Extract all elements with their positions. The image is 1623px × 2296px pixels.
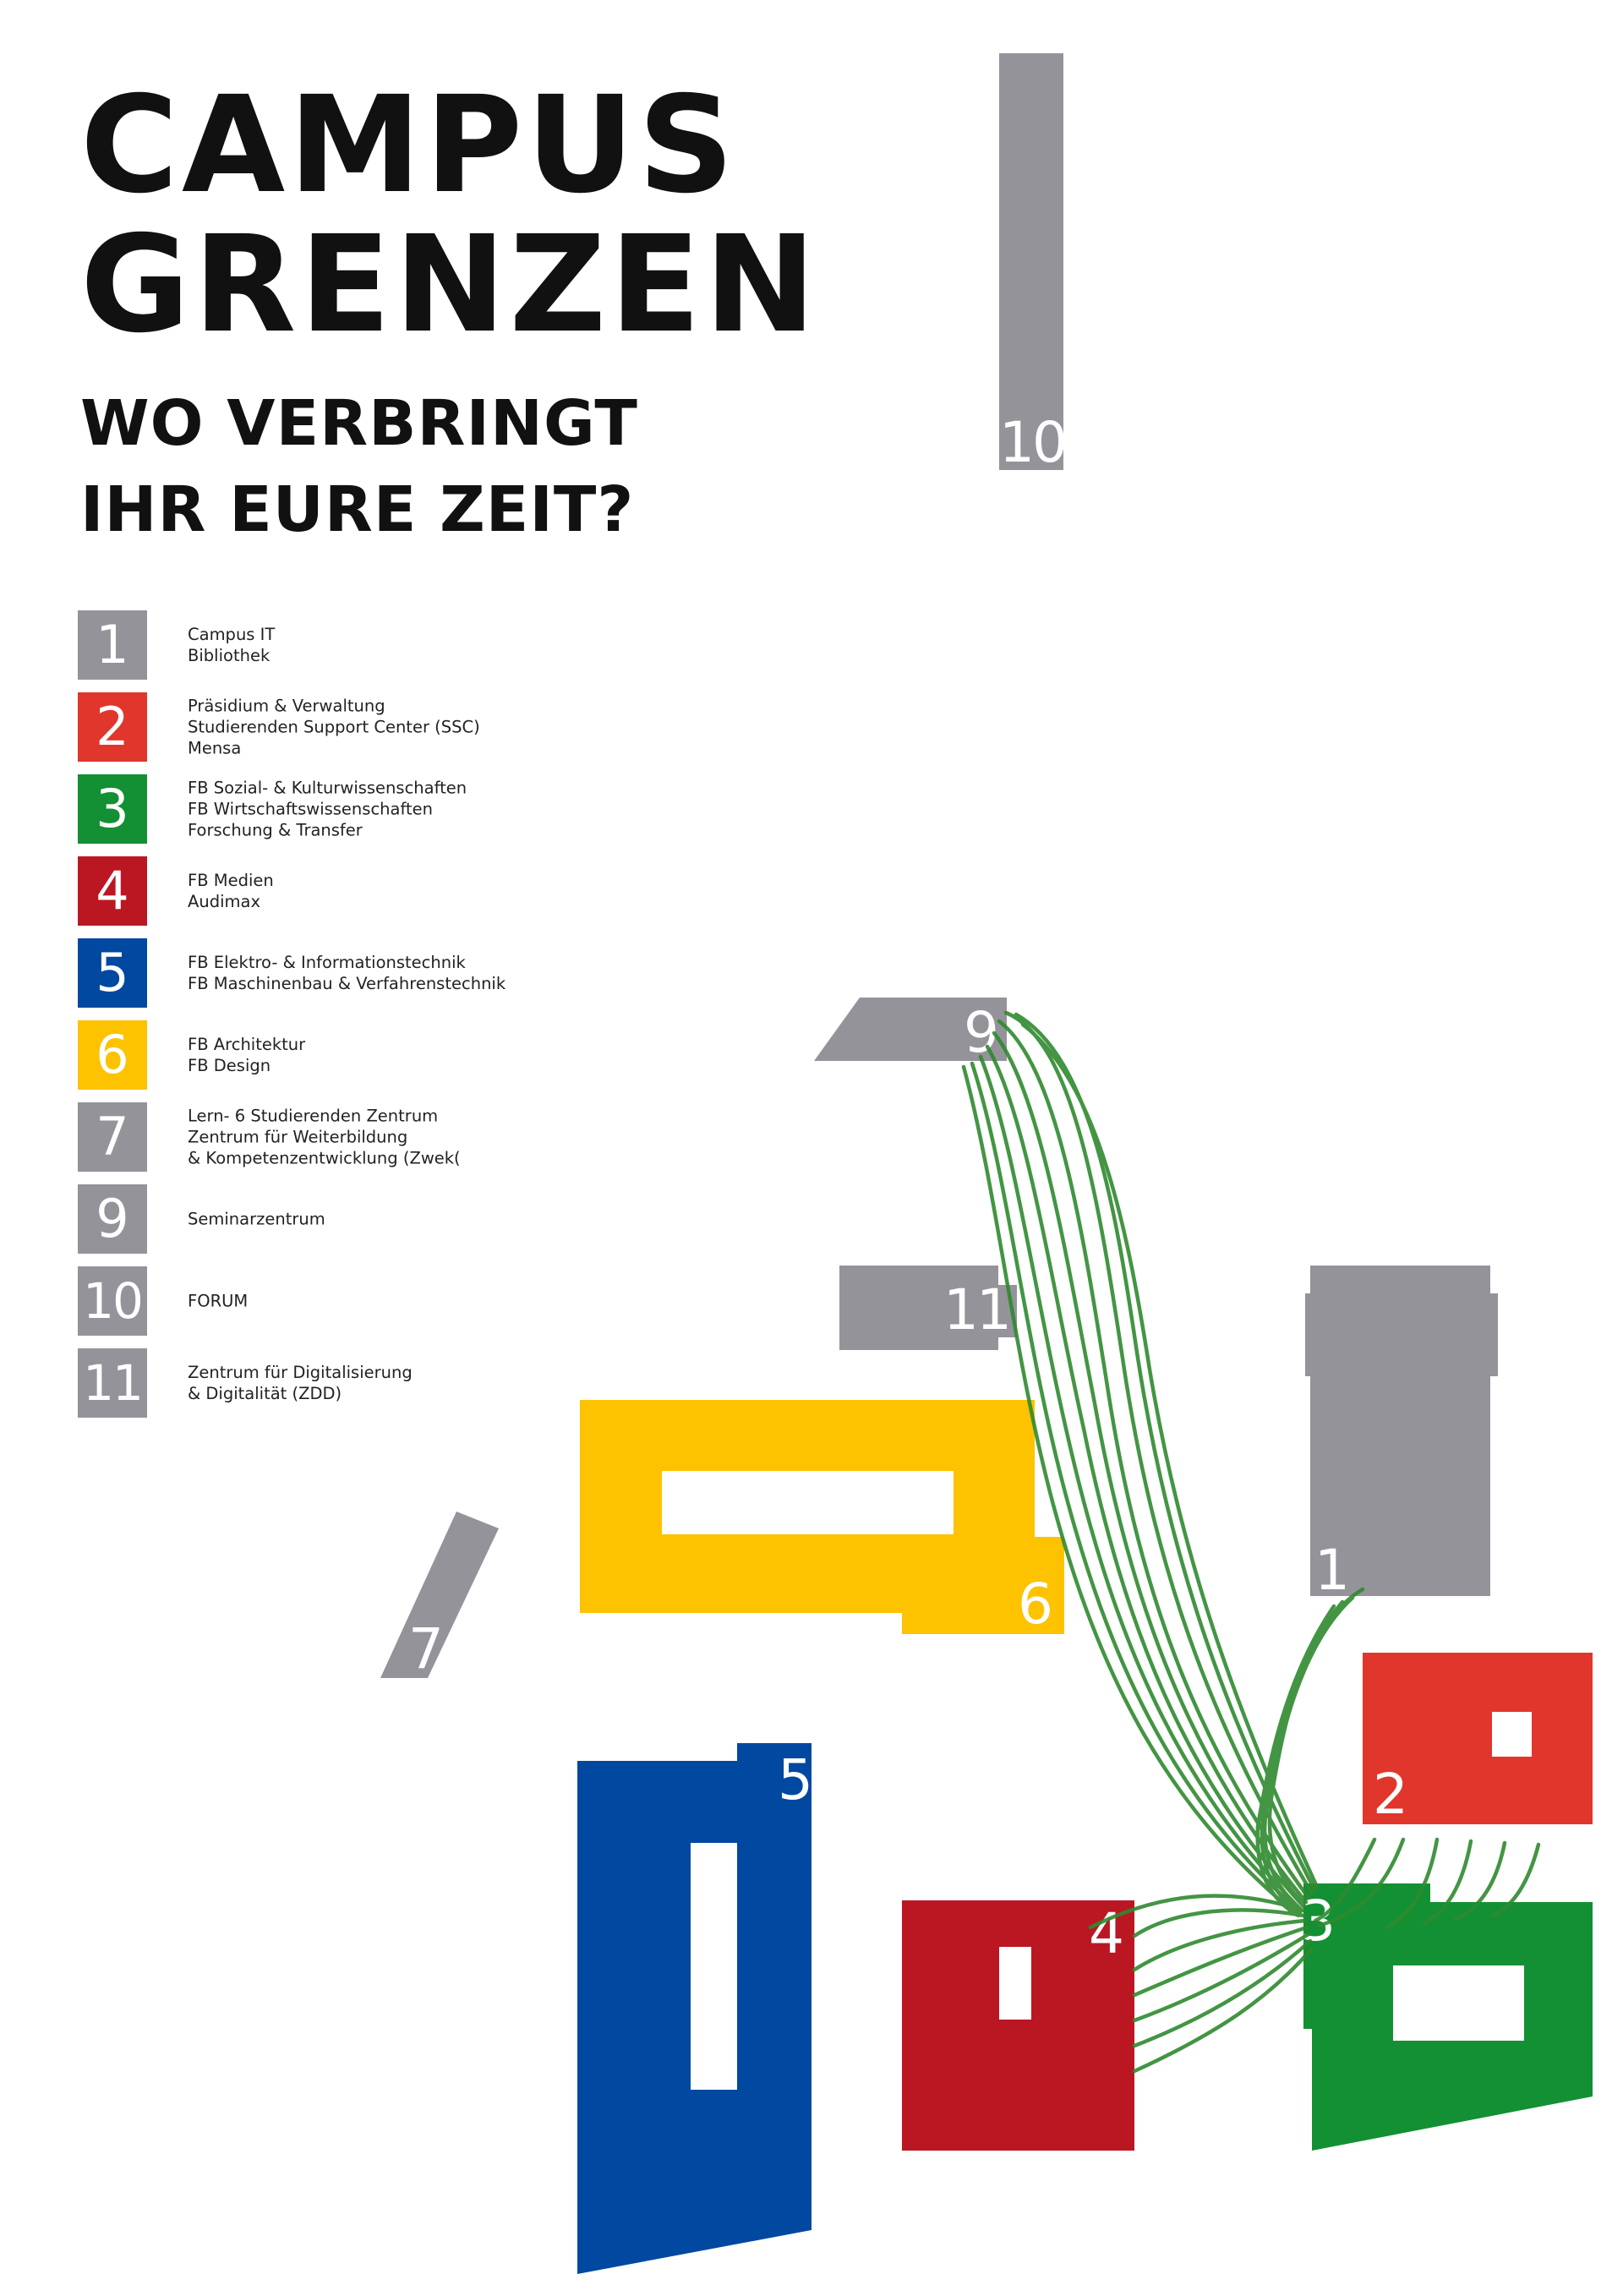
walking-path [1020,1022,1320,1889]
walking-path [978,1054,1304,1913]
legend-number-2: 2 [78,692,147,762]
building-1-label: 1 [1314,1538,1350,1603]
walking-path [1003,1010,1314,1896]
walking-paths [961,1010,1541,2074]
walking-path [1262,1595,1355,1911]
legend-item-10: 10 FORUM [78,1266,551,1336]
legend-item-7: 7 Lern- 6 Studierenden Zentrum Zentrum f… [78,1102,551,1172]
legend-number-10: 10 [78,1266,147,1336]
walking-path [1422,1839,1473,1926]
building-10-label: 10 [999,410,1065,475]
walking-path [1316,1837,1406,1928]
building-6 [580,1400,1064,1634]
building-7 [380,1512,499,1678]
page-title: CAMPUS GRENZEN [80,76,819,355]
title-line-2: GRENZEN [80,207,820,363]
building-2-label: 2 [1373,1762,1408,1827]
legend-label-10: FORUM [188,1291,249,1311]
legend-number-4: 4 [78,856,147,926]
building-10 [999,53,1063,470]
title-line-1: CAMPUS [80,68,738,223]
building-2 [1363,1653,1593,1824]
legend-item-9: 9 Seminarzentrum [78,1184,551,1254]
building-11 [839,1266,1017,1350]
legend-label-4: FB Medien Audimax [188,871,274,911]
legend-label-9: Seminarzentrum [188,1209,325,1229]
legend-label-6: FB Architektur FB Design [188,1035,306,1075]
building-5-label: 5 [778,1747,813,1812]
legend-item-4: 4 FB Medien Audimax [78,856,551,926]
walking-path [1260,1599,1345,1915]
building-7-label: 7 [408,1616,444,1681]
walking-path [1132,1925,1309,1998]
legend-number-3: 3 [78,774,147,844]
building-5 [577,1743,812,2274]
building-4 [902,1900,1134,2151]
legend-label-3: FB Sozial- & Kulturwissenschaften FB Wir… [188,778,467,840]
legend-label-7: Lern- 6 Studierenden Zentrum Zentrum für… [188,1106,461,1168]
legend-label-1: Campus IT Bibliothek [188,625,276,665]
legend-label-11: Zentrum für Digitalisierung & Digitalitä… [188,1363,413,1403]
walking-path [997,1019,1311,1900]
subtitle-line-1: WO VERBRINGT [80,387,638,460]
legend-number-9: 9 [78,1184,147,1254]
walking-path [1088,1894,1306,1930]
legend-number-11: 11 [78,1348,147,1418]
walking-path [1384,1837,1440,1930]
legend-item-1: 1 Campus IT Bibliothek [78,610,551,680]
legend-item-2: 2 Präsidium & Verwaltung Studierenden Su… [78,692,551,762]
walking-path [1313,1837,1377,1923]
building-4-label: 4 [1089,1901,1124,1966]
walking-path [970,1061,1303,1915]
walking-path [1132,1938,1313,2048]
walking-path [1490,1842,1541,1918]
building-6-label: 6 [1018,1572,1053,1637]
walking-path [1453,1840,1507,1922]
legend-item-3: 3 FB Sozial- & Kulturwissenschaften FB W… [78,774,551,844]
legend-number-1: 1 [78,610,147,680]
subtitle-line-2: IHR EURE ZEIT? [80,473,635,546]
walking-path [1132,1918,1308,1972]
legend-item-11: 11 Zentrum für Digitalisierung & Digital… [78,1348,551,1418]
walking-path [985,1044,1306,1909]
legend-number-5: 5 [78,938,147,1008]
building-11-label: 11 [943,1277,1009,1342]
building-3 [1303,1883,1593,2151]
legend-number-7: 7 [78,1102,147,1172]
legend-item-6: 6 FB Architektur FB Design [78,1020,551,1090]
walking-path [1132,1932,1311,2023]
walking-path [992,1030,1309,1905]
building-9 [814,998,1007,1061]
page-subtitle: WO VERBRINGT IHR EURE ZEIT? [80,380,638,553]
walking-path [1132,1946,1314,2074]
legend-label-2: Präsidium & Verwaltung Studierenden Supp… [188,696,480,758]
walking-path [1132,1908,1306,1938]
legend-label-5: FB Elektro- & Informationstechnik FB Mas… [188,953,506,993]
walking-path [961,1064,1301,1918]
building-1 [1305,1266,1498,1596]
walking-path [1255,1604,1336,1917]
legend-item-5: 5 FB Elektro- & Informationstechnik FB M… [78,938,551,1008]
legend-number-6: 6 [78,1020,147,1090]
